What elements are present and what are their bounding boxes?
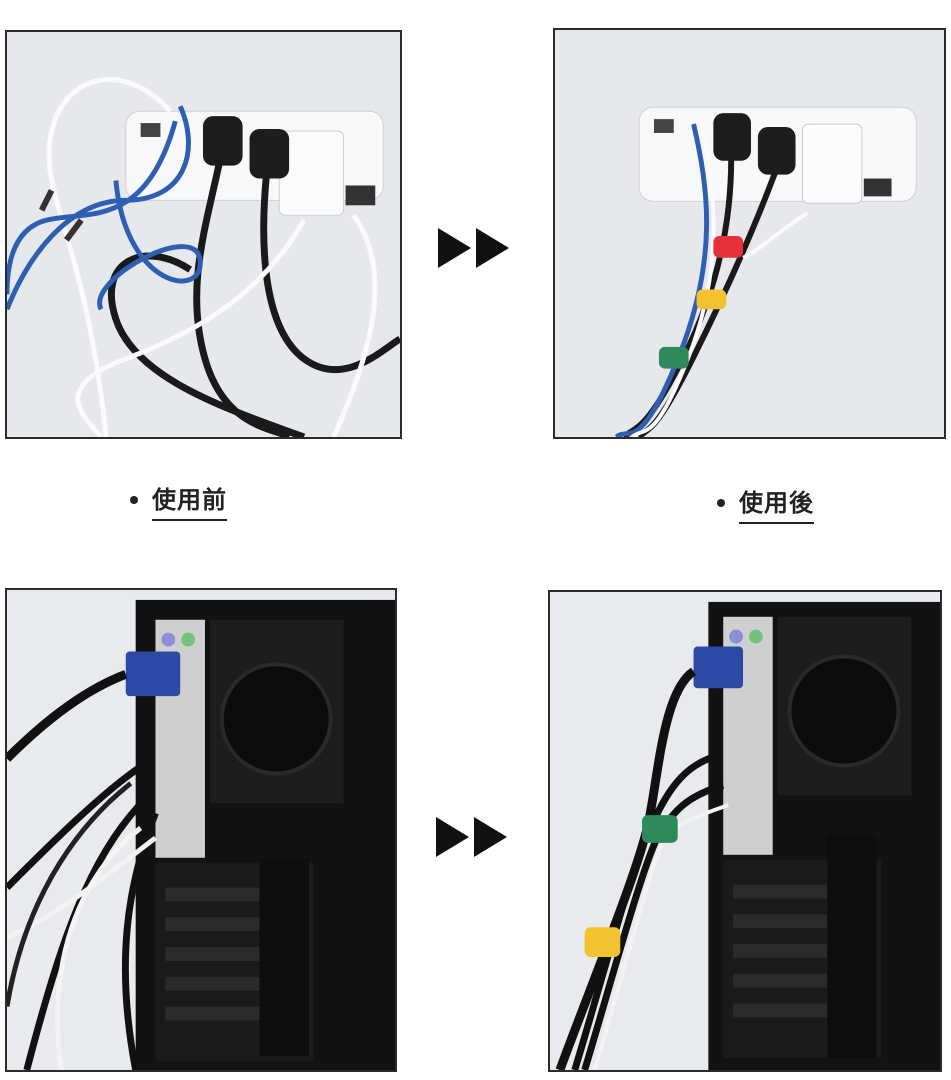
after-pc-back-photo: [548, 590, 942, 1072]
double-arrow-right-icon: [438, 228, 509, 268]
caption-before-text: 使用前: [152, 480, 227, 521]
before-power-strip-photo: [5, 30, 402, 439]
bullet-icon: [717, 499, 725, 507]
caption-after-text: 使用後: [739, 483, 814, 524]
double-arrow-right-icon: [436, 817, 507, 857]
after-power-strip-photo: [553, 28, 946, 439]
bullet-icon: [130, 496, 138, 504]
caption-before: 使用前: [130, 480, 227, 521]
before-pc-back-photo: [5, 588, 397, 1072]
caption-after: 使用後: [717, 483, 814, 524]
